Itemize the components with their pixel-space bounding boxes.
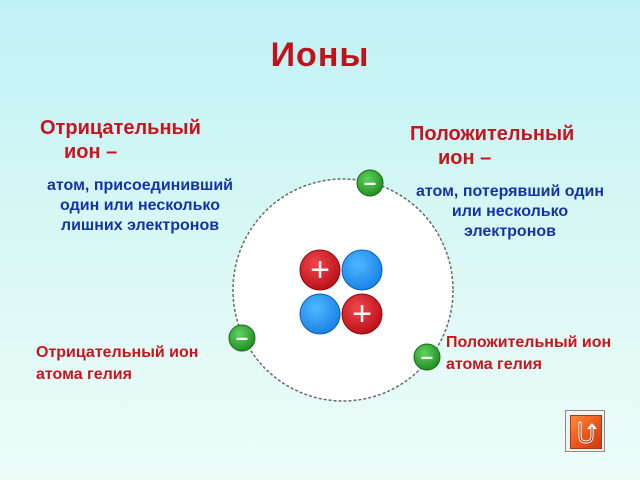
return-arrow-icon bbox=[578, 421, 597, 444]
proton-sign: + bbox=[352, 295, 372, 333]
negative-ion-heading-line1: Отрицательный bbox=[40, 117, 201, 139]
positive-ion-heading: Положительный ион – bbox=[410, 122, 620, 170]
negative-ion-heading-line2: ион – bbox=[64, 141, 118, 163]
electron-sign: – bbox=[364, 170, 376, 195]
positive-ion-description: атом, потерявший один или несколько элек… bbox=[416, 183, 604, 240]
proton-bottom-right: + bbox=[341, 293, 383, 335]
positive-ion-heading-line2: ион – bbox=[438, 147, 492, 169]
negative-helium-ion-label: Отрицательный ион атома гелия bbox=[36, 344, 199, 383]
neutron-bottom-left bbox=[299, 293, 341, 335]
electron-orbit bbox=[232, 178, 454, 402]
electron-sign: – bbox=[236, 325, 248, 350]
return-button[interactable] bbox=[565, 410, 605, 452]
negative-ion-description: атом, присоединивший один или несколько … bbox=[47, 177, 233, 234]
electron-sign: – bbox=[421, 344, 433, 369]
electron-right: – bbox=[413, 343, 441, 371]
electron-top-right: – bbox=[356, 169, 384, 197]
neutron-top-right bbox=[341, 249, 383, 291]
electron-left: – bbox=[228, 324, 256, 352]
page-title: Ионы bbox=[270, 36, 370, 74]
proton-sign: + bbox=[310, 251, 330, 289]
positive-helium-ion-label: Положительный ион атома гелия bbox=[446, 334, 612, 373]
negative-ion-heading: Отрицательный ион – bbox=[40, 116, 240, 164]
proton-top-left: + bbox=[299, 249, 341, 291]
positive-ion-heading-line1: Положительный bbox=[410, 123, 575, 145]
